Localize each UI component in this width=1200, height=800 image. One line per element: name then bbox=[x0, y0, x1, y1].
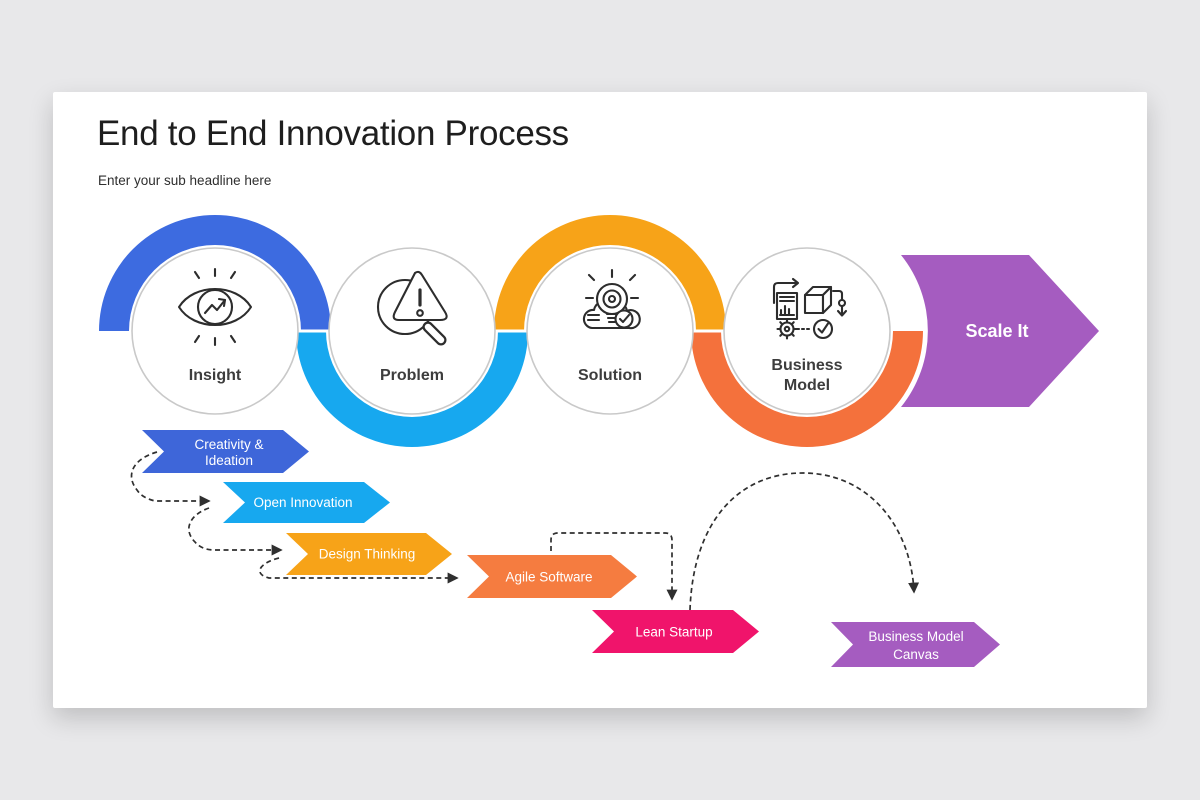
stage-label-insight: Insight bbox=[189, 367, 242, 384]
banner-label-line1: Business Model bbox=[868, 629, 963, 644]
connector-lean-startup-to-business-model-canvas bbox=[689, 472, 920, 611]
banner-shape bbox=[142, 430, 309, 473]
scale-it-label: Scale It bbox=[965, 321, 1028, 341]
wave-arc-insight bbox=[99, 215, 331, 331]
banner-shape bbox=[223, 482, 390, 523]
banner-label: Lean Startup bbox=[635, 625, 712, 640]
banner-agile-software: Agile Software bbox=[467, 555, 637, 598]
banner-shape bbox=[467, 555, 637, 598]
stage-circle-problem bbox=[328, 247, 496, 415]
solution-idea-cloud-check-icon bbox=[582, 268, 641, 330]
problem-magnifier-warning-icon bbox=[376, 270, 448, 346]
connector-open-innovation-to-design-thinking bbox=[188, 507, 283, 556]
stage-label-solution: Solution bbox=[578, 367, 642, 384]
banner-label: Design Thinking bbox=[319, 547, 416, 562]
insight-eye-trend-icon bbox=[177, 267, 253, 347]
business-model-cube-gear-check-icon bbox=[772, 277, 848, 340]
connector-creativity-to-open-innovation bbox=[130, 451, 211, 507]
stage-circle-business-model bbox=[723, 247, 891, 415]
banner-label-line2: Canvas bbox=[893, 647, 939, 662]
stage-label-problem: Problem bbox=[380, 367, 444, 384]
connector-design-thinking-to-agile-software bbox=[259, 557, 459, 584]
banner-label-line1: Creativity & bbox=[194, 437, 263, 452]
wave-arc-problem bbox=[296, 331, 528, 447]
banner-label-line2: Ideation bbox=[205, 453, 253, 468]
page-subtitle: Enter your sub headline here bbox=[98, 173, 272, 188]
banner-label: Agile Software bbox=[505, 570, 592, 585]
connector-agile-software-to-lean-startup bbox=[550, 532, 678, 601]
stage-circle-insight bbox=[131, 247, 299, 415]
banner-label: Open Innovation bbox=[253, 495, 352, 510]
stage-label-business-model-line2: Model bbox=[784, 377, 830, 394]
innovation-process-diagram: Scale It bbox=[99, 215, 1099, 667]
wave-arc-business-model bbox=[691, 331, 923, 447]
banner-business-model-canvas: Business Model Canvas bbox=[831, 622, 1000, 667]
scale-it-arrow bbox=[901, 255, 1099, 407]
banner-shape bbox=[831, 622, 1000, 667]
banner-lean-startup: Lean Startup bbox=[592, 610, 759, 653]
slide-canvas: End to End Innovation Process Enter your… bbox=[53, 92, 1147, 708]
banner-open-innovation: Open Innovation bbox=[223, 482, 390, 523]
page-title: End to End Innovation Process bbox=[97, 114, 569, 153]
flow-connectors bbox=[130, 451, 920, 611]
wave-arc-solution bbox=[494, 215, 726, 331]
banner-shape bbox=[286, 533, 452, 575]
stage-circle-solution bbox=[526, 247, 694, 415]
banner-design-thinking: Design Thinking bbox=[286, 533, 452, 575]
stage-label-business-model-line1: Business bbox=[771, 357, 842, 374]
banner-shape bbox=[592, 610, 759, 653]
banner-creativity-ideation: Creativity & Ideation bbox=[142, 430, 309, 473]
